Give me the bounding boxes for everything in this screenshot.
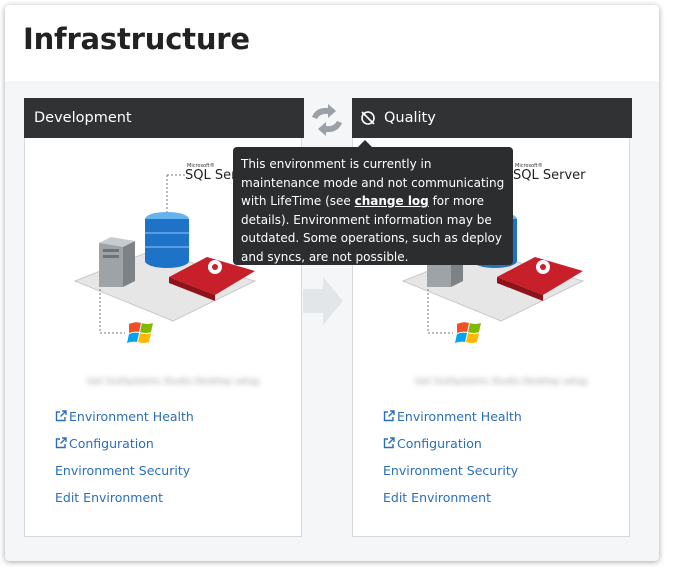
tooltip-text: for more details). Environment informati…	[241, 194, 502, 264]
external-link-icon	[55, 410, 67, 422]
maintenance-icon[interactable]	[360, 110, 376, 126]
blurred-text: Get OutSystems Studio Desktop setup	[87, 377, 261, 387]
change-log-link[interactable]: change log	[354, 194, 429, 208]
sync-icon[interactable]	[308, 101, 346, 139]
configuration-link[interactable]: Configuration	[383, 436, 482, 451]
page-header: Infrastructure	[5, 5, 659, 81]
edit-environment-link[interactable]: Edit Environment	[383, 490, 491, 505]
windows-icon	[455, 322, 481, 343]
environment-health-link[interactable]: Environment Health	[55, 409, 194, 424]
link-label: Configuration	[397, 436, 482, 451]
environment-name: Quality	[384, 110, 436, 126]
svg-text:Microsoft®: Microsoft®	[187, 162, 215, 169]
environment-health-link[interactable]: Environment Health	[383, 409, 522, 424]
external-link-icon	[383, 410, 395, 422]
external-link-icon	[383, 437, 395, 449]
blurred-text: Get OutSystems Studio Desktop setup	[415, 377, 589, 387]
environment-security-link[interactable]: Environment Security	[55, 463, 191, 478]
link-label: Environment Health	[69, 409, 194, 424]
environment-name: Development	[34, 110, 132, 126]
edit-environment-link[interactable]: Edit Environment	[55, 490, 163, 505]
svg-text:Microsoft®: Microsoft®	[515, 162, 543, 169]
environment-header[interactable]: Quality	[352, 98, 632, 138]
sql-server-logo: SQL Server	[513, 168, 586, 183]
infrastructure-window: Infrastructure Development Microsoft® SQ…	[5, 5, 659, 561]
link-label: Configuration	[69, 436, 154, 451]
environment-header[interactable]: Development	[24, 98, 304, 138]
windows-icon	[127, 322, 153, 343]
configuration-link[interactable]: Configuration	[55, 436, 154, 451]
environment-security-link[interactable]: Environment Security	[383, 463, 519, 478]
link-label: Environment Health	[397, 409, 522, 424]
page-title: Infrastructure	[23, 22, 250, 56]
tooltip-text: This environment is currently in mainten…	[241, 157, 505, 208]
maintenance-tooltip: This environment is currently in mainten…	[233, 140, 513, 265]
external-link-icon	[55, 437, 67, 449]
arrow-right-icon	[303, 277, 343, 325]
